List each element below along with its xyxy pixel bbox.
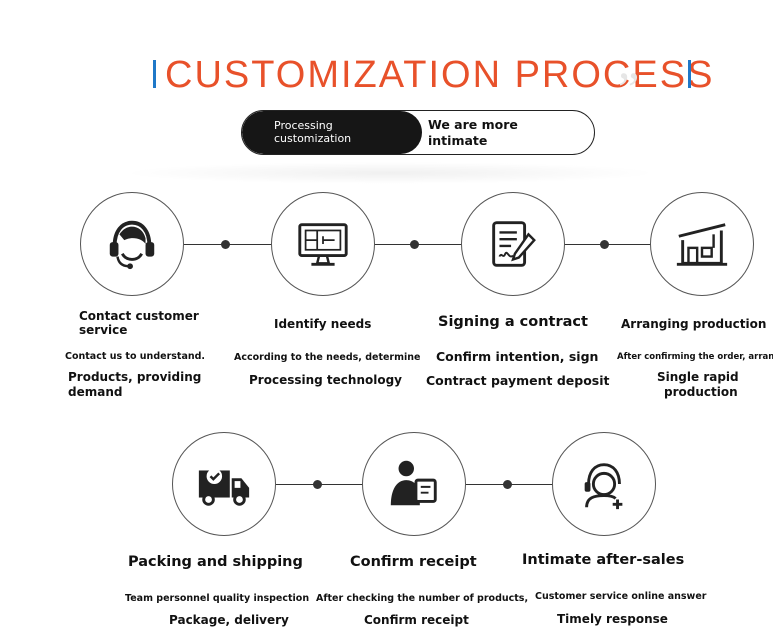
pill-left-line1: Processing [274, 119, 333, 132]
page-title: CUSTOMIZATION PROCESS [165, 54, 715, 96]
person-receipt-icon [390, 460, 437, 506]
step-5-desc-line2: Package, delivery [169, 613, 289, 627]
step-1-desc-line3: demand [68, 385, 123, 399]
step-2-desc-line2: Processing technology [249, 373, 403, 387]
step-circle-after-sales [552, 432, 656, 536]
step-1-desc-line1: Contact us to understand. [65, 351, 206, 362]
pill-right-line1: We are more [428, 117, 518, 132]
header-shadow [120, 162, 660, 184]
connector-dot [313, 480, 322, 489]
factory-house-icon [676, 223, 728, 266]
step-4-heading: Arranging production [621, 317, 767, 331]
connector-dot [503, 480, 512, 489]
step-4-desc-line2: Single rapid [657, 370, 739, 384]
title-right-bar [688, 60, 691, 88]
contract-signing-icon [492, 221, 536, 267]
connector-dot [410, 240, 419, 249]
pill-left-line2: customization [274, 132, 352, 145]
support-agent-icon [584, 463, 623, 510]
connector-dot [221, 240, 230, 249]
pill-right-text: We are more intimate [428, 117, 518, 149]
tagline-pill: Processing customization We are more int… [241, 110, 595, 155]
step-circle-packing-shipping [172, 432, 276, 536]
step-circle-identify-needs [271, 192, 375, 296]
title-left-bar [153, 60, 156, 88]
step-circle-arranging-production [650, 192, 754, 296]
step-5-desc-line1: Team personnel quality inspection [125, 593, 310, 604]
pill-right-line2: intimate [428, 133, 488, 148]
step-circle-signing-contract [461, 192, 565, 296]
step-4-desc-line3: production [664, 385, 738, 399]
step-6-desc-line1: After checking the number of products, [316, 593, 529, 604]
step-circle-contact-service [80, 192, 184, 296]
step-1-heading-line2: service [79, 323, 128, 337]
pill-left-segment: Processing customization [242, 111, 422, 154]
step-circle-confirm-receipt [362, 432, 466, 536]
step-7-desc-line1: Customer service online answer [535, 591, 707, 602]
step-2-heading: Identify needs [274, 317, 372, 331]
step-2-desc-line1: According to the needs, determine [234, 352, 421, 363]
step-7-heading: Intimate after-sales [522, 552, 685, 568]
step-4-desc-line1: After confirming the order, arrange [617, 352, 773, 362]
headset-icon [109, 220, 155, 270]
monitor-blueprint-icon [298, 223, 348, 266]
step-7-desc-line2: Timely response [557, 612, 668, 626]
step-6-heading: Confirm receipt [350, 554, 477, 570]
step-6-desc-line2: Confirm receipt [364, 613, 469, 627]
delivery-truck-icon [198, 468, 250, 506]
pill-left-text: Processing customization [274, 119, 351, 145]
step-1-heading: Contact customer service [79, 309, 199, 337]
quote-decoration-icon: ” [618, 63, 640, 116]
step-3-heading: Signing a contract [438, 314, 588, 330]
step-5-heading: Packing and shipping [128, 554, 303, 570]
step-1-desc-line2: Products, providing [68, 370, 202, 384]
connector-dot [600, 240, 609, 249]
step-1-heading-line1: Contact customer [79, 309, 199, 323]
step-3-desc-line1: Confirm intention, sign [436, 349, 599, 364]
step-3-desc-line2: Contract payment deposit [426, 373, 610, 388]
